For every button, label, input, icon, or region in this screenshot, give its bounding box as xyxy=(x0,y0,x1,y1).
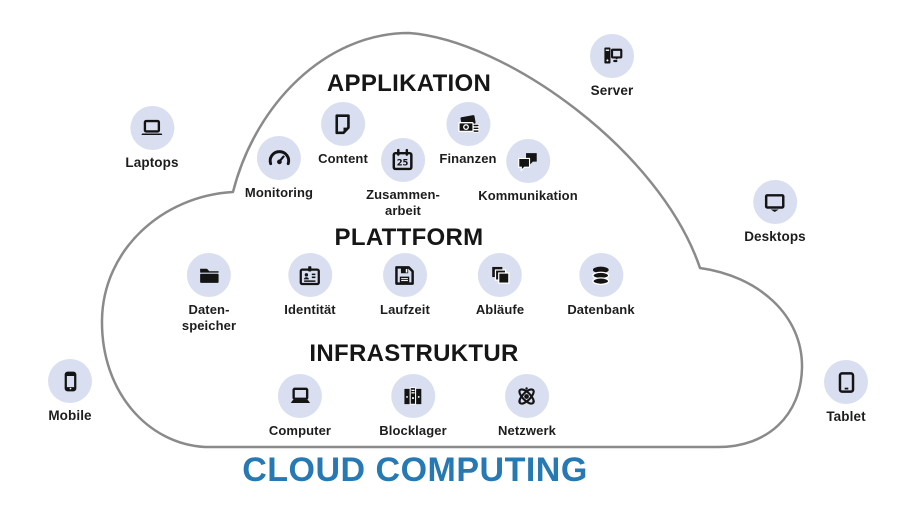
device-label: Server xyxy=(590,83,634,98)
laptop-outline-icon xyxy=(129,106,174,150)
chat-bubbles-icon xyxy=(506,139,550,183)
cloud-item-finanzen: Finanzen xyxy=(439,102,496,167)
section-heading-infrastruktur: INFRASTRUKTUR xyxy=(309,340,519,367)
smartphone-icon xyxy=(48,359,92,403)
cloud-item-zusammenarbeit: 25 Zusammen- arbeit xyxy=(366,138,440,218)
cloud-item-laufzeit: Laufzeit xyxy=(380,253,430,318)
item-label: Laufzeit xyxy=(380,302,430,317)
database-icon xyxy=(579,253,623,297)
device-laptops: Laptops xyxy=(125,106,179,171)
item-label: Content xyxy=(318,151,368,166)
item-label: Daten- speicher xyxy=(181,302,237,333)
section-heading-plattform: PLATTFORM xyxy=(334,224,484,251)
server-pc-icon xyxy=(590,34,634,78)
document-icon xyxy=(321,102,365,146)
money-icon xyxy=(445,102,490,146)
item-label: Netzwerk xyxy=(498,423,556,438)
monitor-icon xyxy=(752,180,797,224)
item-label: Computer xyxy=(268,423,332,438)
item-label: Datenbank xyxy=(567,302,635,317)
block-storage-icon xyxy=(390,374,435,418)
cloud-item-monitoring: Monitoring xyxy=(245,136,313,201)
cloud-item-netzwerk: Netzwerk xyxy=(498,374,556,439)
cloud-item-ablaeufe: Abläufe xyxy=(476,253,524,318)
item-label: Kommunikation xyxy=(478,188,578,203)
device-mobile: Mobile xyxy=(48,359,92,424)
item-label: Blocklager xyxy=(379,423,447,438)
cloud-item-kommunikation: Kommunikation xyxy=(478,139,578,204)
diagram-title: CLOUD COMPUTING xyxy=(242,451,588,489)
gauge-icon xyxy=(257,136,301,180)
laptop-icon xyxy=(277,374,322,418)
device-desktops: Desktops xyxy=(744,180,806,245)
cloud-item-computer: Computer xyxy=(269,374,331,439)
device-label: Laptops xyxy=(125,155,179,170)
cloud-item-datenspeicher: Daten- speicher xyxy=(182,253,236,333)
cloud-item-datenbank: Datenbank xyxy=(567,253,635,318)
item-label: Abläufe xyxy=(475,302,525,317)
section-heading-applikation: APPLIKATION xyxy=(326,70,492,97)
tablet-icon xyxy=(824,360,868,404)
svg-text:25: 25 xyxy=(397,157,409,167)
cloud-item-content: Content xyxy=(318,102,368,167)
device-tablet: Tablet xyxy=(824,360,868,425)
item-label: Monitoring xyxy=(244,185,314,200)
layers-icon xyxy=(478,253,522,297)
device-label: Desktops xyxy=(744,229,806,244)
id-card-icon xyxy=(287,253,332,297)
item-label: Finanzen xyxy=(439,151,497,166)
item-label: Zusammen- arbeit xyxy=(366,187,440,218)
cloud-item-blocklager: Blocklager xyxy=(379,374,447,439)
folder-icon xyxy=(187,253,231,297)
floppy-disk-icon xyxy=(382,253,427,297)
atom-network-icon xyxy=(504,374,549,418)
device-label: Tablet xyxy=(826,409,866,424)
cloud-item-identitaet: Identität xyxy=(284,253,336,318)
calendar-icon: 25 xyxy=(381,138,425,182)
device-server: Server xyxy=(590,34,634,99)
device-label: Mobile xyxy=(48,408,92,423)
item-label: Identität xyxy=(284,302,336,317)
